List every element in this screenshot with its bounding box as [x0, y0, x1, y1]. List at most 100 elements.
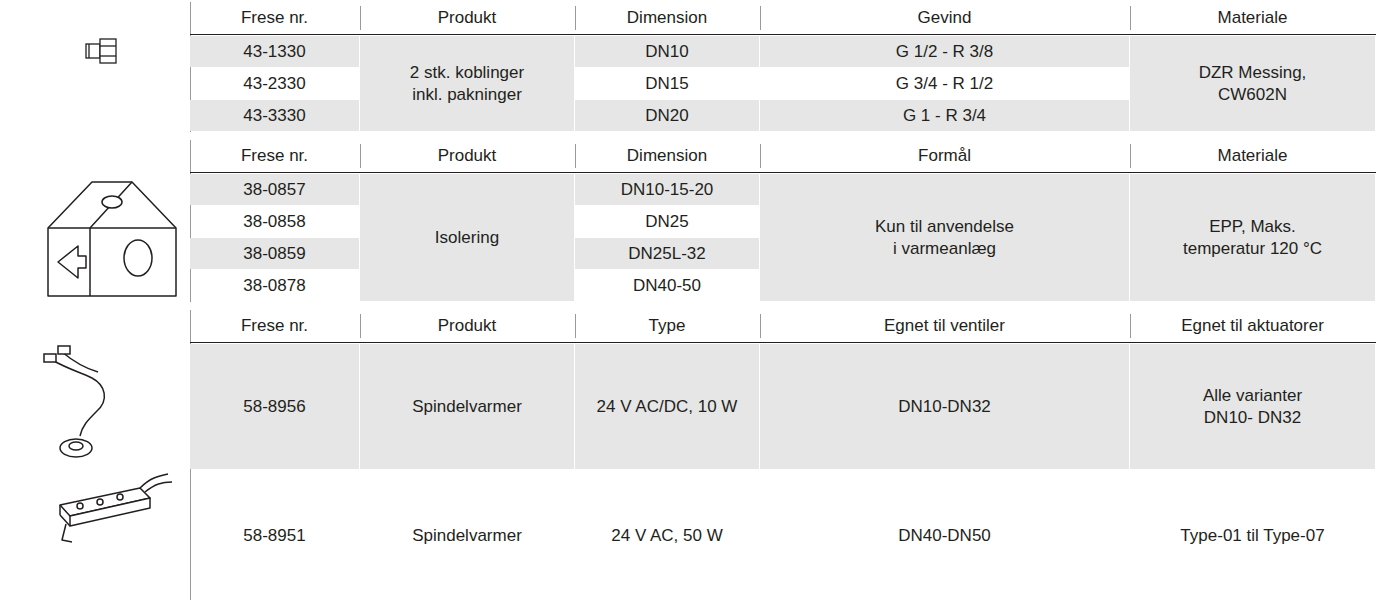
- table-cell: 38-0859: [190, 238, 359, 269]
- cell-text: Frese nr.: [241, 7, 308, 28]
- column-rule: [1130, 6, 1131, 30]
- column-rules: [190, 2, 191, 600]
- cell-text: Dimension: [627, 7, 707, 28]
- cell-text: DN25: [645, 211, 688, 232]
- table-cell: DN10-15-20: [575, 174, 759, 205]
- table-cell: Alle varianter DN10- DN32: [1130, 344, 1375, 469]
- header-cell: Type: [575, 310, 759, 341]
- spindle-heater-10w-icon: [44, 346, 104, 457]
- cell-text: Dimension: [627, 145, 707, 166]
- header-cell: Produkt: [360, 2, 574, 33]
- coupling-icon: [86, 39, 116, 63]
- cell-text: DN40-50: [633, 275, 701, 296]
- table-cell: 38-0857: [190, 174, 359, 205]
- table-cell: 58-8956: [190, 344, 359, 469]
- cell-text: 38-0859: [243, 243, 305, 264]
- header-cell: Produkt: [360, 310, 574, 341]
- table-cell: Spindelvarmer: [360, 472, 574, 599]
- header-cell: Frese nr.: [190, 310, 359, 341]
- cell-text: Formål: [918, 145, 971, 166]
- table-cell: G 3/4 - R 1/2: [760, 68, 1129, 99]
- column-rule: [760, 314, 761, 338]
- cell-text: 43-1330: [243, 41, 305, 62]
- column-rule: [575, 6, 576, 30]
- cell-text: Isolering: [435, 227, 499, 248]
- table-cell: DN10: [575, 36, 759, 67]
- column-rule: [360, 144, 361, 168]
- table-cell: Kun til anvendelse i varmeanlæg: [760, 174, 1129, 301]
- table-cell: DN20: [575, 100, 759, 131]
- table-cell: G 1 - R 3/4: [760, 100, 1129, 131]
- table-cell: DN10-DN32: [760, 344, 1129, 469]
- spindle-heater-50w-icon: [60, 474, 172, 542]
- table-cell: DN40-DN50: [760, 472, 1129, 599]
- header-cell: Frese nr.: [190, 2, 359, 33]
- cell-text: 38-0878: [243, 275, 305, 296]
- cell-text: DN10: [645, 41, 688, 62]
- cell-text: DN20: [645, 105, 688, 126]
- table-cell: Isolering: [360, 174, 574, 301]
- table-cell: EPP, Maks. temperatur 120 °C: [1130, 174, 1375, 301]
- table-cell: DN25: [575, 206, 759, 237]
- column-rule: [360, 6, 361, 30]
- table-cell: DN25L-32: [575, 238, 759, 269]
- cell-text: 58-8951: [243, 525, 305, 546]
- table-cell: 43-1330: [190, 36, 359, 67]
- cell-text: DZR Messing, CW602N: [1173, 62, 1333, 105]
- table-cell: 38-0878: [190, 270, 359, 301]
- column-rule: [360, 314, 361, 338]
- cell-text: Spindelvarmer: [412, 525, 522, 546]
- table-cell: Type-01 til Type-07: [1130, 472, 1375, 599]
- cell-text: Gevind: [918, 7, 972, 28]
- cell-text: Type-01 til Type-07: [1180, 525, 1324, 546]
- cell-text: Frese nr.: [241, 315, 308, 336]
- table-cell: 24 V AC/DC, 10 W: [575, 344, 759, 469]
- cell-text: G 3/4 - R 1/2: [896, 73, 993, 94]
- cell-text: Materiale: [1218, 7, 1288, 28]
- cell-text: G 1/2 - R 3/8: [896, 41, 993, 62]
- table-cell: DN40-50: [575, 270, 759, 301]
- cell-text: Egnet til aktuatorer: [1181, 315, 1324, 336]
- cell-text: Materiale: [1218, 145, 1288, 166]
- cell-text: 24 V AC/DC, 10 W: [597, 396, 738, 417]
- cell-text: 38-0857: [243, 179, 305, 200]
- cell-text: Kun til anvendelse i varmeanlæg: [873, 216, 1016, 259]
- header-cell: Produkt: [360, 140, 574, 171]
- cell-text: EPP, Maks. temperatur 120 °C: [1178, 216, 1328, 259]
- table-cell: Spindelvarmer: [360, 344, 574, 469]
- table-cell: 24 V AC, 50 W: [575, 472, 759, 599]
- cell-text: 58-8956: [243, 396, 305, 417]
- header-cell: Dimension: [575, 140, 759, 171]
- header-cell: Egnet til ventiler: [760, 310, 1129, 341]
- header-cell: Dimension: [575, 2, 759, 33]
- cell-text: DN10-DN32: [898, 396, 991, 417]
- cell-text: 38-0858: [243, 211, 305, 232]
- cell-text: 43-2330: [243, 73, 305, 94]
- table-cell: G 1/2 - R 3/8: [760, 36, 1129, 67]
- cell-text: DN40-DN50: [898, 525, 991, 546]
- table-cell: DZR Messing, CW602N: [1130, 36, 1375, 131]
- cell-text: Frese nr.: [241, 145, 308, 166]
- cell-text: Produkt: [438, 315, 497, 336]
- cell-text: 24 V AC, 50 W: [611, 525, 723, 546]
- column-rule: [575, 144, 576, 168]
- table-cell: 43-3330: [190, 100, 359, 131]
- insulation-icon: [48, 182, 176, 296]
- cell-text: DN15: [645, 73, 688, 94]
- column-rule: [760, 144, 761, 168]
- table-cell: 38-0858: [190, 206, 359, 237]
- header-underlines: [190, 35, 1376, 343]
- table-cell: 43-2330: [190, 68, 359, 99]
- table-cell: DN15: [575, 68, 759, 99]
- column-rule: [760, 6, 761, 30]
- column-rule: [575, 314, 576, 338]
- column-rule: [1130, 144, 1131, 168]
- table-cell: 58-8951: [190, 472, 359, 599]
- cell-text: Spindelvarmer: [412, 396, 522, 417]
- cell-text: Type: [649, 315, 686, 336]
- header-cell: Frese nr.: [190, 140, 359, 171]
- cell-text: Egnet til ventiler: [884, 315, 1005, 336]
- cell-text: 2 stk. koblinger inkl. pakninger: [397, 62, 537, 105]
- header-cell: Egnet til aktuatorer: [1130, 310, 1375, 341]
